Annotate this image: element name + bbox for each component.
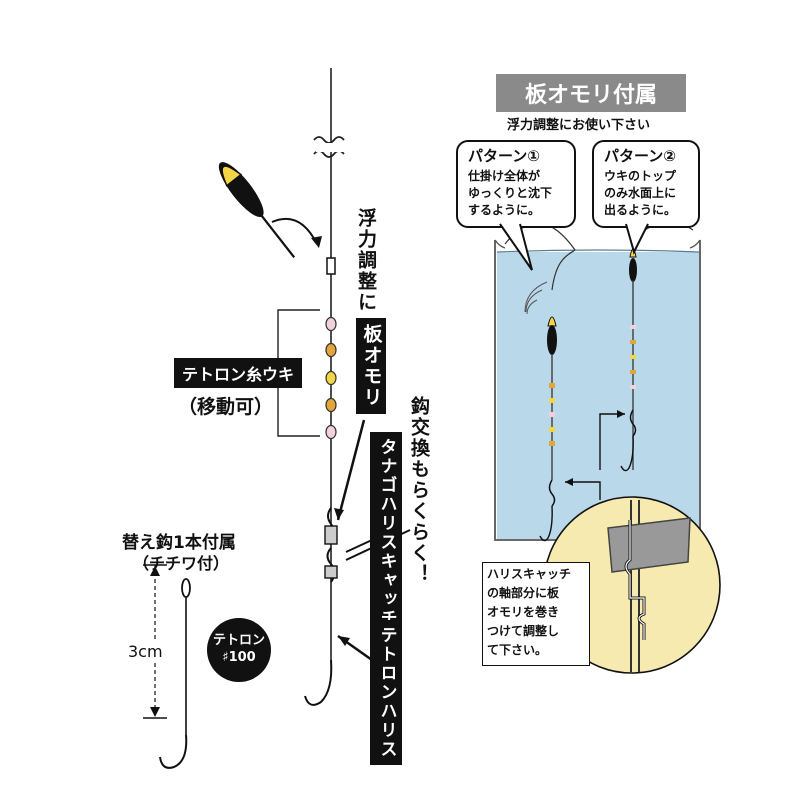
sinker-label: 板オモリ bbox=[356, 318, 386, 414]
tetron-harisu-label: テトロンハリス bbox=[370, 620, 402, 765]
line-spec-badge bbox=[207, 618, 271, 682]
pattern2-line: のみ水面上に bbox=[604, 186, 677, 200]
note-line: ハリスキャッチ bbox=[487, 567, 572, 581]
pattern2-line: ウキのトップ bbox=[604, 169, 677, 183]
hook-change-label: 鈎交換もらくらく！ bbox=[408, 396, 430, 585]
hook-icon bbox=[304, 659, 333, 706]
pattern1-title: パターン① bbox=[468, 147, 540, 165]
pattern1-line: するように。 bbox=[468, 203, 541, 217]
note-box: ハリスキャッチ の軸部分に板 オモリを巻き つけて調整し て下さい。 bbox=[482, 562, 590, 666]
water-tank bbox=[497, 252, 699, 539]
movable-label: （移動可） bbox=[178, 396, 274, 418]
pattern1-body: 仕掛け全体が ゆっくりと沈下 するように。 bbox=[468, 168, 552, 219]
note-line: つけて調整し bbox=[487, 624, 560, 638]
pattern1-line: 仕掛け全体が bbox=[468, 169, 541, 183]
pattern2-bubble: パターン② ウキのトップ のみ水面上に 出るように。 bbox=[592, 140, 700, 228]
pattern2-line: 出るように。 bbox=[604, 203, 677, 217]
bead bbox=[325, 370, 337, 386]
line-break-mark bbox=[313, 136, 345, 144]
bead bbox=[325, 316, 337, 332]
float-icon bbox=[218, 162, 296, 259]
sinker-subtitle: 浮力調整にお使い下さい bbox=[507, 118, 651, 133]
note-line: の軸部分に板 bbox=[487, 586, 560, 600]
badge-line1: テトロン bbox=[212, 633, 265, 648]
thread-float-label: テトロン糸ウキ bbox=[174, 358, 303, 388]
spare-hook-icon bbox=[159, 578, 191, 769]
float-adjust-label: 浮力調整に bbox=[355, 208, 377, 313]
pattern1-line: ゆっくりと沈下 bbox=[468, 186, 553, 200]
attach-arrow bbox=[271, 217, 318, 245]
bead bbox=[325, 424, 337, 440]
pattern1-rig bbox=[524, 249, 576, 542]
float-stopper bbox=[326, 257, 336, 275]
pattern2-body: ウキのトップ のみ水面上に 出るように。 bbox=[604, 168, 676, 219]
harisu-catch-label: タナゴハリスキャッチ bbox=[370, 432, 402, 634]
harisu-catch-icon bbox=[324, 507, 338, 583]
note-line: て下さい。 bbox=[487, 643, 548, 657]
bead bbox=[325, 397, 337, 413]
chichiwa-label: （チチワ付） bbox=[133, 554, 230, 573]
bead bbox=[325, 342, 337, 358]
note-line: オモリを巻き bbox=[487, 605, 560, 619]
spare-hook-label: 替え鈎1本付属 bbox=[122, 533, 236, 553]
pattern2-title: パターン② bbox=[604, 147, 676, 165]
length-label: 3cm bbox=[128, 640, 163, 663]
dimension-arrow bbox=[143, 564, 167, 719]
badge-text: テトロン ♯100 bbox=[207, 632, 271, 666]
badge-line2: ♯100 bbox=[222, 650, 256, 665]
sinker-title: 板オモリ付属 bbox=[496, 74, 686, 112]
pattern1-bubble: パターン① 仕掛け全体が ゆっくりと沈下 するように。 bbox=[456, 140, 576, 228]
